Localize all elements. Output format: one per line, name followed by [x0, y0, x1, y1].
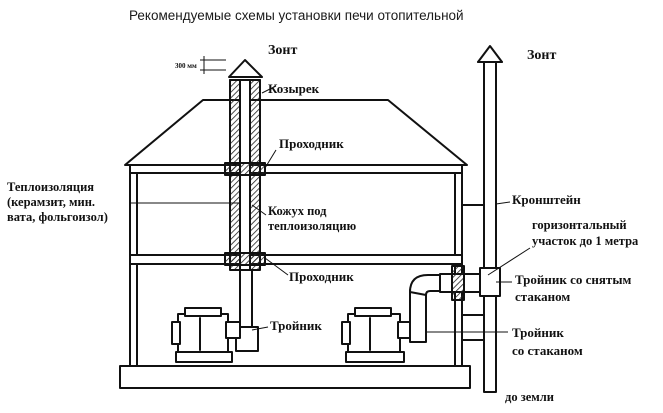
- passage-top-block: [224, 162, 266, 176]
- tee-no-cup-label-line1: Тройник со снятым: [515, 272, 632, 287]
- wall-passage-right: [451, 265, 465, 301]
- tee-no-cup-label-line2: стаканом: [515, 289, 571, 304]
- casing-label-line2: теплоизоляцию: [268, 219, 357, 233]
- outside-chimney: [483, 59, 497, 393]
- casing-label-line1: Кожух под: [268, 204, 327, 218]
- floor-slab: [129, 254, 463, 265]
- horizontal-label-line2: участок до 1 метра: [532, 234, 639, 248]
- bracket-label: Кронштейн: [512, 192, 581, 207]
- tee-left-label: Тройник: [270, 318, 322, 333]
- passage-top-label: Проходник: [279, 136, 344, 151]
- horizontal-label-line1: горизонтальный: [532, 218, 627, 232]
- umbrella-right-label: Зонт: [527, 48, 557, 63]
- stove-left-body: [177, 313, 229, 353]
- stove-right-body: [347, 313, 401, 353]
- diagram-title: Рекомендуемые схемы установки печи отопи…: [129, 8, 464, 23]
- insulation-label-line2: (керамзит, мин.: [7, 195, 96, 209]
- passage-bottom-block: [224, 252, 266, 266]
- foundation: [119, 365, 471, 389]
- right-stove-riser: [409, 289, 427, 343]
- passage-bottom-label: Проходник: [289, 269, 354, 284]
- roof-ceiling: [129, 164, 463, 174]
- insulation-label-line1: Теплоизоляция: [7, 180, 95, 194]
- ground-label: до земли: [505, 390, 554, 404]
- visor-label: Козырек: [268, 81, 320, 96]
- umbrella-left-label: Зонт: [268, 43, 298, 58]
- house-roof: [124, 99, 468, 166]
- umbrella-left: [228, 59, 263, 78]
- tee-cup-label-line2: со стаканом: [512, 343, 583, 358]
- umbrella-right: [477, 45, 503, 63]
- insulation-label-line3: вата, фольгоизол): [7, 210, 108, 224]
- dimension-label: 300 мм: [175, 62, 197, 70]
- tee-cup-label-line1: Тройник: [512, 325, 564, 340]
